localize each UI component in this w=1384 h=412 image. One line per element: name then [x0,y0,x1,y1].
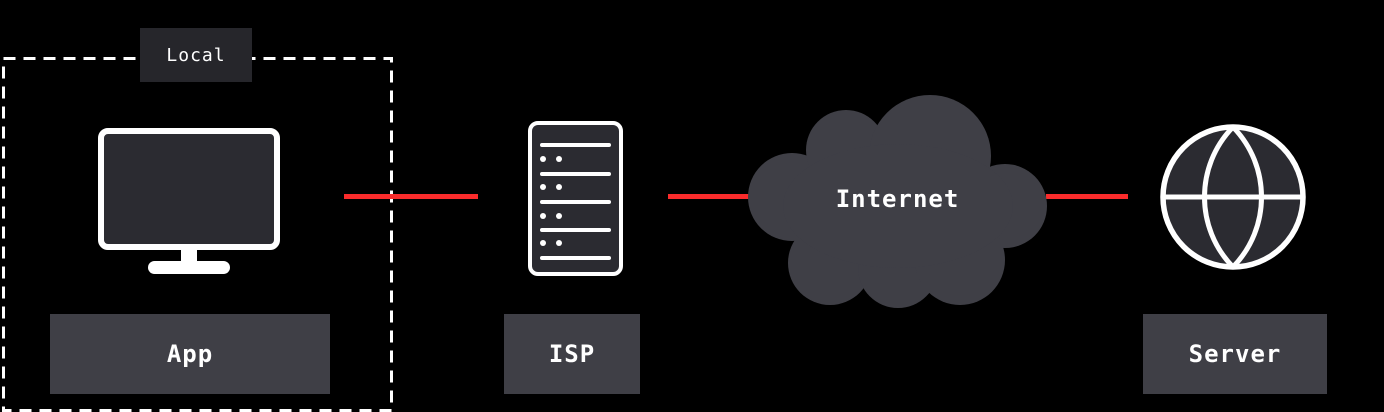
local-group-label: Local [166,44,226,66]
rack-led-dot [556,156,562,162]
rack-led-dot [540,156,546,162]
rack-led-dot [556,184,562,190]
local-group-tag: Local [140,28,252,82]
rack-shelf-line [540,256,611,260]
server-label-text: Server [1188,340,1282,368]
app-node-label: App [50,314,330,394]
rack-led-dot [556,213,562,219]
server-node-label: Server [1143,314,1327,394]
isp-node-label: ISP [504,314,640,394]
connection-isp-internet [668,194,760,199]
monitor-stand-base [148,261,230,274]
connection-app-isp [344,194,478,199]
cloud-icon [748,95,1047,308]
internet-label-text: Internet [835,185,960,213]
internet-node-label: Internet [790,182,1005,216]
rack-led-dot [540,213,546,219]
rack-shelf-line [540,228,611,232]
rack-shelf-line [540,200,611,204]
rack-led-dot [556,240,562,246]
app-label-text: App [166,340,214,368]
isp-label-text: ISP [548,340,596,368]
connection-internet-server [1046,194,1128,199]
globe-icon [1160,124,1306,270]
rack-shelf-line [540,172,611,176]
monitor-screen [98,128,280,250]
rack-shelf-line [540,143,611,147]
rack-led-dot [540,240,546,246]
rack-led-dot [540,184,546,190]
server-rack-icon [528,121,623,276]
